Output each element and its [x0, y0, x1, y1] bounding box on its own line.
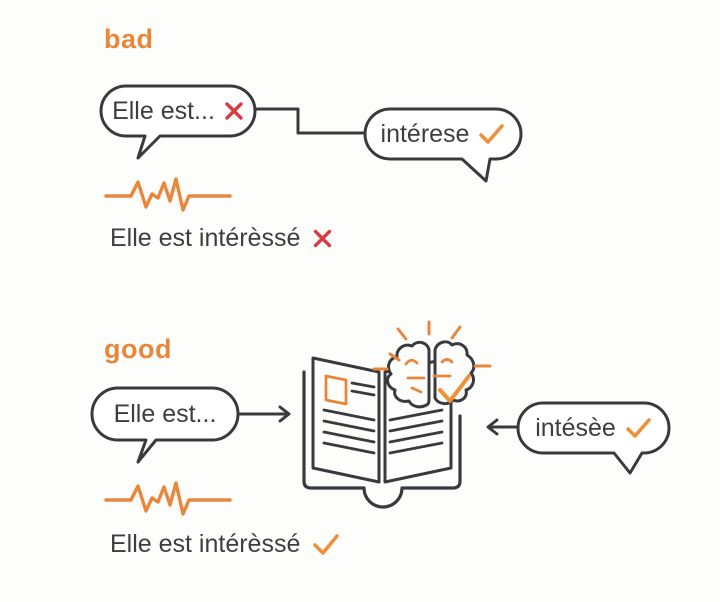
audio-waveform-icon	[104, 177, 232, 212]
cross-icon	[225, 102, 243, 120]
arrow-right-icon	[238, 405, 291, 423]
speech-bubble-outline	[363, 107, 523, 183]
bad-spoken-text: Elle est...	[112, 96, 215, 125]
good-section-label: good	[104, 334, 172, 364]
speech-bubble-outline	[99, 84, 257, 160]
good-caption: Elle est intérèssé	[110, 528, 340, 560]
check-icon	[479, 123, 505, 144]
good-spoken-text: Elle est...	[113, 399, 217, 428]
good-spoken-speech-bubble: Elle est...	[90, 386, 240, 466]
bad-predicted-speech-bubble: intérese	[362, 107, 524, 185]
good-predicted-speech-bubble: intésèe	[516, 401, 671, 477]
check-icon	[626, 417, 651, 438]
cross-icon	[314, 229, 332, 247]
bad-predicted-text: intérese	[380, 119, 470, 148]
bad-spoken-speech-bubble: Elle est...	[98, 84, 258, 162]
speech-bubble-outline	[90, 386, 240, 464]
arrow-left-icon	[486, 418, 520, 436]
bad-caption: Elle est intérèssé	[110, 222, 333, 254]
good-caption-text: Elle est intérèssé	[110, 529, 301, 558]
check-icon	[313, 533, 340, 555]
speech-bubble-outline	[516, 401, 671, 475]
good-predicted-text: intésèe	[535, 413, 616, 442]
audio-waveform-icon	[104, 481, 232, 516]
open-book-with-brain-icon	[302, 320, 492, 509]
bad-section-label: bad	[104, 24, 154, 54]
bad-caption-text: Elle est intérèssé	[110, 223, 301, 252]
elbow-connector-line	[256, 107, 364, 135]
